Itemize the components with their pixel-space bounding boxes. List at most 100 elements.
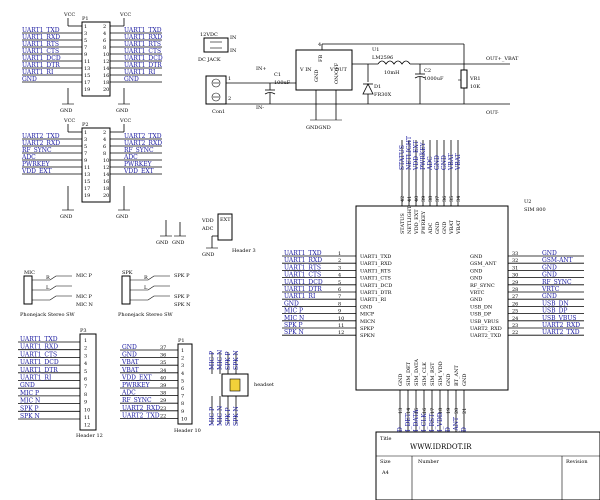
reg-vin: V IN (299, 67, 312, 73)
svg-text:L: L (46, 285, 50, 291)
u2-right-pin-label: GND (470, 268, 482, 274)
u2-right-pin-label: USB_VBUS (470, 319, 499, 325)
u2-bottom-net: SIM_DATA (413, 409, 420, 442)
size-value: A4 (381, 470, 389, 476)
u2-right-net: VRTC (541, 286, 560, 293)
u2-left-net: UART1_DCD (284, 279, 323, 286)
u2-bottom-pin-num: 14 (406, 408, 412, 414)
u2-right-pin-num: 27 (512, 294, 518, 300)
u2-right-pin-num: 23 (512, 323, 518, 329)
p1b-pin-num: 40 (160, 375, 166, 381)
title-url: WWW.IDRDOT.IR (410, 443, 472, 451)
p1-left-pin: 13 (84, 66, 90, 72)
p2-left-net: UART2_RXD (22, 140, 60, 147)
headset-bottom-net: SPK N (233, 406, 240, 426)
u2-right-net: GND (542, 250, 557, 257)
u2-right-pin-label: VRTC (469, 290, 485, 296)
u2-left-pin-num: 3 (338, 265, 341, 271)
p1-right-pin: 12 (103, 59, 109, 65)
reg-onoff: ON/OFF (334, 62, 340, 84)
p1-right-net: UART1_RTS (124, 41, 161, 48)
u2-right-pin-num: 25 (512, 309, 518, 315)
p1b-net: GND (122, 344, 137, 351)
p2-left-net: VDD_EXT (21, 168, 52, 175)
u2-top-pin-num: 34 (456, 196, 462, 202)
p1-body (81, 21, 111, 97)
reg-pin4: 4 (318, 42, 321, 48)
u2-right-pin-num: 26 (512, 301, 518, 307)
svg-text:GND: GND (156, 240, 168, 246)
u2-left-pin-label: GND (360, 304, 372, 310)
p2-right-pin: 16 (103, 179, 109, 185)
p1-right-pin: 6 (103, 38, 106, 44)
u2-right-net: USB_DN (542, 300, 569, 307)
title-label: Title (380, 436, 392, 442)
u2-left-pin-num: 2 (338, 258, 341, 264)
spk-label: SPK (122, 270, 133, 276)
headset-top-net: SPK N (233, 350, 240, 370)
jack-voltage: 12VDC (200, 32, 218, 38)
spk-n-net: SPK N (174, 302, 191, 308)
u2-bottom-pin-num: 15 (414, 408, 420, 414)
u2-right-pin-label: USB_DP (470, 312, 492, 318)
u2-left-pin-label: UART1_TXD (360, 254, 391, 260)
p1-right-pin: 14 (103, 66, 109, 72)
p1-left-pin: 19 (84, 87, 90, 93)
inductor-value: 10mH (384, 70, 400, 76)
p1b-name: Header 10 (174, 428, 201, 434)
p3-pin-num: 2 (84, 346, 87, 352)
p1b-net: UART2_RXD (122, 405, 160, 412)
svg-text:R: R (144, 275, 148, 281)
p2-right-pin: 18 (103, 186, 109, 192)
p2-right-net: VDD_EXT (123, 168, 154, 175)
u2-bottom-pin-label: BT_ANT (454, 365, 460, 386)
mic-phonejack: MIC R L MIC P MIC P MIC N Phonejack Ster… (20, 270, 94, 318)
p1b-index: 7 (181, 394, 184, 400)
p1-left-pin: 1 (84, 24, 87, 30)
u2-right-pin-num: 30 (512, 273, 518, 279)
p2-vcc-left-label: VCC (63, 118, 75, 124)
title-block: Title WWW.IDRDOT.IR Size A4 Number Revis… (375, 431, 600, 500)
u2-bottom-pin-num: 21 (462, 408, 468, 414)
pot-value: 10K (470, 84, 480, 90)
u2-bottom-pin-label: SIM_VDD (438, 361, 444, 386)
p3-net: UART1_DCD (20, 359, 59, 366)
p1-right-pin: 8 (103, 45, 106, 51)
p1-left-net: GND (22, 76, 37, 83)
p1-right-pin: 10 (103, 52, 109, 58)
adc-vdd: VDD (201, 218, 214, 224)
u2-right-pin-label: UART2_RXD (470, 326, 502, 332)
headset-label: headset (254, 382, 274, 388)
jack-name: DC JACK (198, 57, 221, 63)
u2-top-pin-label: GND (435, 222, 441, 234)
p1-left-net: UART1_DCD (22, 55, 61, 62)
con1-terminal (205, 75, 227, 105)
u2-left-pin-label: MICP (360, 312, 375, 318)
p1-left-pin: 5 (84, 38, 87, 44)
u2-top-net: NETLIGHT (406, 136, 413, 170)
u2-right-net: RF_SYNC (542, 279, 572, 286)
p1b-index: 3 (181, 363, 184, 369)
p2-right-net: UART2_RXD (124, 140, 162, 147)
pot-vr1 (460, 69, 468, 89)
net-out-vbat: OUT+_VBAT (486, 56, 519, 62)
u2-bottom-pin-label: GND (446, 374, 452, 386)
p1b-index: 4 (181, 371, 184, 377)
u2-left-pin-num: 8 (338, 301, 341, 307)
p3-ref: P3 (80, 328, 87, 334)
p2-left-pin: 17 (84, 186, 90, 192)
u2-right-net: USB_VBUS (542, 315, 577, 322)
p3-pin-num: 1 (84, 338, 87, 344)
u2-left-pin-label: UART1_RI (360, 297, 386, 303)
u2-left-net: UART1_TXD (284, 250, 322, 257)
p2-right-pin: 20 (103, 193, 109, 199)
mic-p-net-2: MIC P (76, 294, 93, 300)
p2-left-net: UART2_TXD (22, 133, 60, 140)
p1b-index: 2 (181, 356, 184, 362)
p1b-ref: P1 (178, 338, 185, 344)
p1b-pin-num: 36 (160, 353, 166, 359)
u2-left-pin-num: 9 (338, 309, 341, 315)
p1-right-pin: 16 (103, 73, 109, 79)
